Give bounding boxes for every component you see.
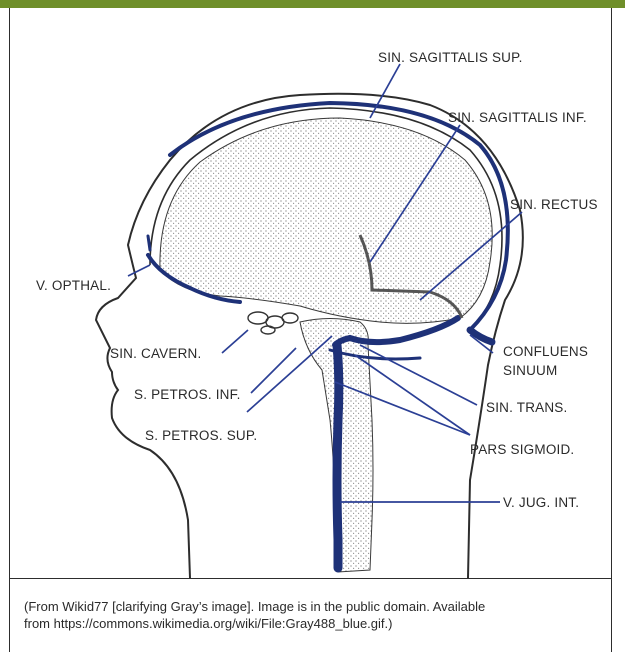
label-confluens: CONFLUENS: [503, 344, 588, 359]
figure-caption: (From Wikid77 [clarifying Gray’s image].…: [24, 598, 604, 632]
label-sin-rectus: SIN. RECTUS: [510, 197, 598, 212]
label-v-jug-int: V. JUG. INT.: [503, 495, 579, 510]
label-sin-sagittalis-inf: SIN. SAGITTALIS INF.: [448, 110, 587, 125]
label-s-petros-inf: S. PETROS. INF.: [134, 387, 241, 402]
label-v-opthal: V. OPTHAL.: [36, 278, 111, 293]
brain-stipple: [160, 118, 492, 323]
cavernous-sinus-cluster: [248, 312, 298, 334]
label-s-petros-sup: S. PETROS. SUP.: [145, 428, 257, 443]
venous-sinus-diagram: SIN. SAGITTALIS SUP. SIN. SAGITTALIS INF…: [0, 0, 625, 580]
label-sin-cavern: SIN. CAVERN.: [110, 346, 201, 361]
label-pars-sigmoid: PARS SIGMOID.: [470, 442, 574, 457]
caption-line-1: (From Wikid77 [clarifying Gray’s image].…: [24, 598, 604, 615]
label-sinuum: SINUUM: [503, 363, 557, 378]
label-sin-sagittalis-sup: SIN. SAGITTALIS SUP.: [378, 50, 523, 65]
label-sin-trans: SIN. TRANS.: [486, 400, 567, 415]
caption-line-2: from https://commons.wikimedia.org/wiki/…: [24, 615, 604, 632]
